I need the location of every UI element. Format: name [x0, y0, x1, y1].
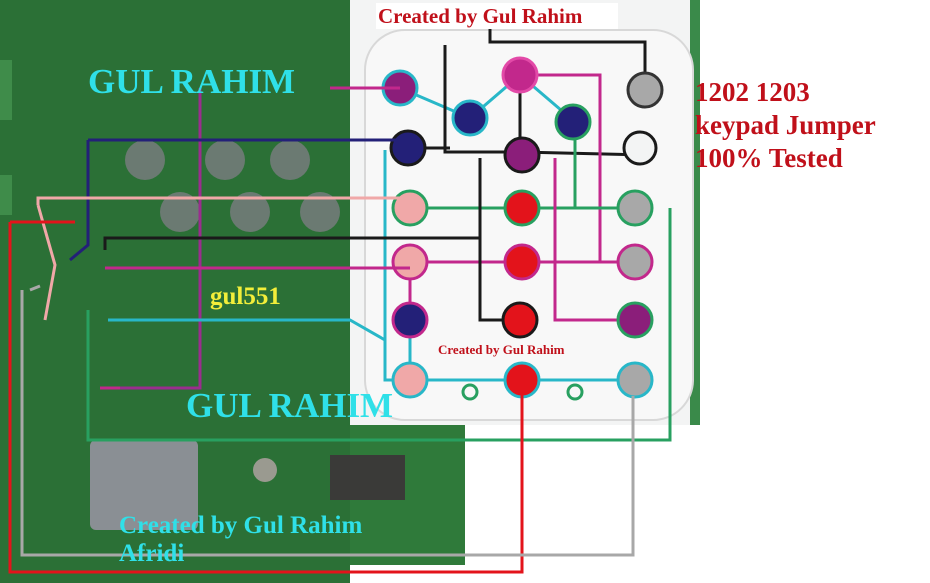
- pad-4: [451, 99, 489, 137]
- pad-7: [503, 136, 541, 174]
- pad-3: [626, 71, 664, 109]
- pad-small-1: [461, 383, 479, 401]
- jumper-wires: [8, 86, 672, 574]
- bottom-credit-line-2: Afridi: [119, 540, 185, 567]
- white-area: [465, 425, 700, 565]
- bottom-credit-line-1: Created by Gul Rahim: [119, 512, 363, 539]
- handle-label: gul551: [210, 283, 281, 310]
- pad-16: [501, 301, 539, 339]
- pad-19: [503, 361, 541, 399]
- top-credit: Created by Gul Rahim: [376, 3, 619, 29]
- pcb-pads: [0, 60, 405, 530]
- gul-rahim-lower-label: GUL RAHIM: [186, 386, 394, 425]
- pad-14: [616, 243, 654, 281]
- pad-6: [389, 129, 427, 167]
- pad-9: [391, 189, 429, 227]
- pad-2: [501, 56, 539, 94]
- pad-12: [391, 243, 429, 281]
- pad-small-2: [566, 383, 584, 401]
- side-title-line-1: 1202 1203: [695, 77, 810, 107]
- side-title-line-2: keypad Jumper: [695, 110, 876, 140]
- pad-20: [616, 361, 654, 399]
- pad-17: [616, 301, 654, 339]
- pad-13: [503, 243, 541, 281]
- pad-18: [391, 361, 429, 399]
- pad-15: [391, 301, 429, 339]
- side-title-line-3: 100% Tested: [695, 143, 843, 173]
- mid-credit: Created by Gul Rahim: [438, 342, 565, 357]
- pad-5: [554, 103, 592, 141]
- gul-rahim-upper-label: GUL RAHIM: [88, 62, 296, 101]
- side-title: 1202 1203 keypad Jumper 100% Tested: [695, 76, 930, 175]
- pad-10: [503, 189, 541, 227]
- bottom-credit: Created by Gul Rahim Afridi: [119, 512, 449, 568]
- keypad-dots: [381, 56, 664, 401]
- pad-11: [616, 189, 654, 227]
- pad-8: [622, 130, 658, 166]
